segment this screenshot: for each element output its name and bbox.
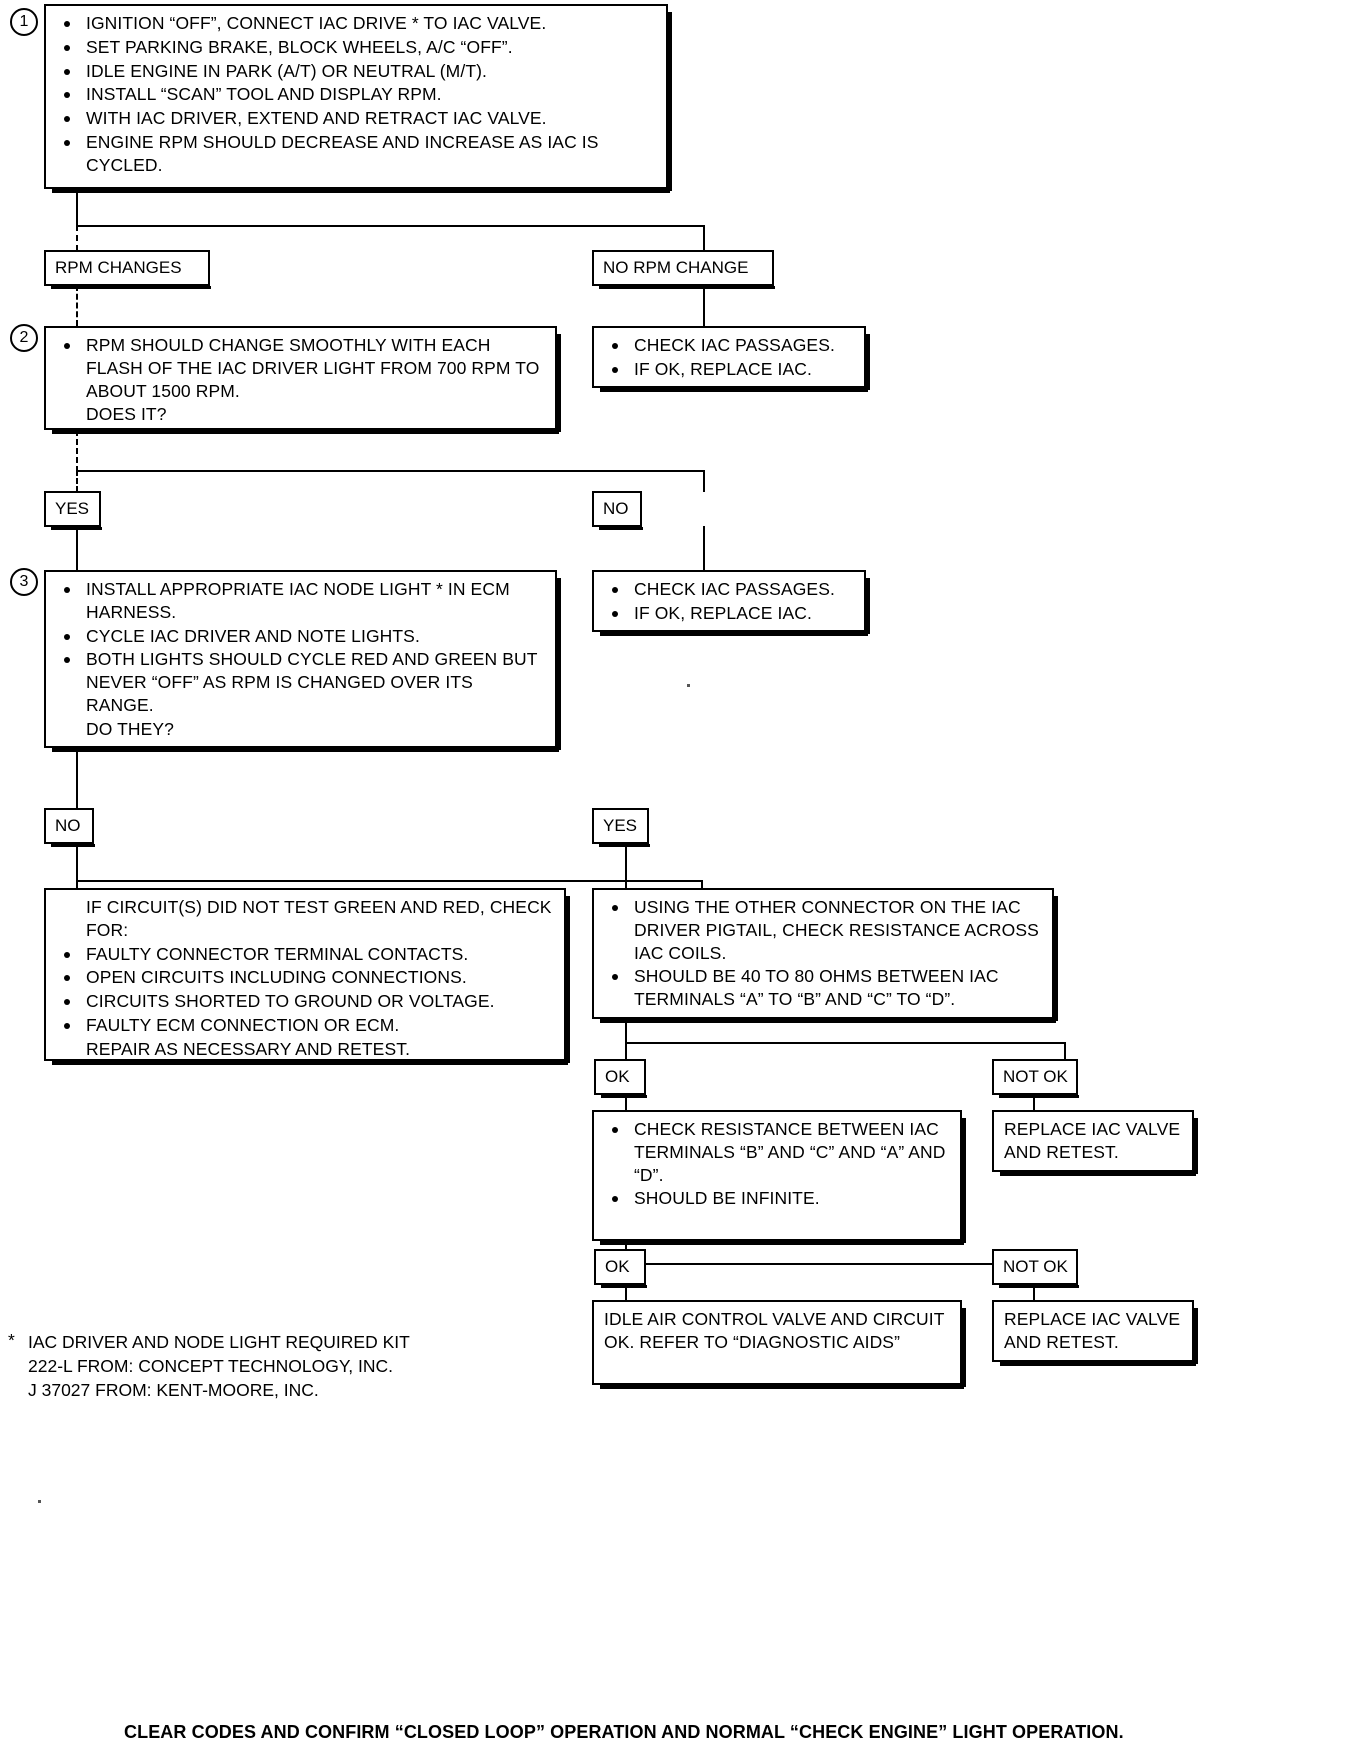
box3-line-1: INSTALL APPROPRIATE IAC NODE LIGHT * IN … [56, 578, 545, 624]
box3-question: DO THEY? [86, 718, 175, 739]
connector-no-step3-down [76, 843, 78, 888]
page-speck [687, 684, 690, 687]
connector-branch2-left-down [76, 470, 78, 492]
final-ok-text: IDLE AIR CONTROL VALVE AND CIRCUIT OK. R… [604, 1309, 945, 1352]
check-iac-1-line-1: CHECK IAC PASSAGES. [604, 334, 854, 357]
step-number-2: 2 [10, 324, 38, 352]
replace-2-text: REPLACE IAC VALVE AND RETEST. [1004, 1309, 1181, 1352]
check-iac-2-line-1: CHECK IAC PASSAGES. [604, 578, 854, 601]
circuits-bullet-2: OPEN CIRCUITS INCLUDING CONNECTIONS. [56, 966, 554, 989]
circuits-bullet-3: CIRCUITS SHORTED TO GROUND OR VOLTAGE. [56, 990, 554, 1013]
box3-line-2: CYCLE IAC DRIVER AND NOTE LIGHTS. [56, 625, 545, 648]
circuits-bullet-1: FAULTY CONNECTOR TERMINAL CONTACTS. [56, 943, 554, 966]
connector-not-ok2-down [1033, 1284, 1035, 1302]
box2-bullet: RPM SHOULD CHANGE SMOOTHLY WITH EACH FLA… [56, 334, 545, 402]
check-iac-2-line-2: IF OK, REPLACE IAC. [604, 602, 854, 625]
box-resistance-check-1: USING THE OTHER CONNECTOR ON THE IAC DRI… [592, 888, 1058, 1023]
connector-ok1-down [625, 1094, 627, 1112]
box1-line-5: WITH IAC DRIVER, EXTEND AND RETRACT IAC … [56, 107, 656, 130]
box1-line-3: IDLE ENGINE IN PARK (A/T) OR NEUTRAL (M/… [56, 60, 656, 83]
label-not-ok-1: NOT OK [992, 1059, 1079, 1098]
box-check-iac-passages-1: CHECK IAC PASSAGES. IF OK, REPLACE IAC. [592, 326, 870, 392]
step-number-1: 1 [10, 8, 38, 36]
box-step-1: IGNITION “OFF”, CONNECT IAC DRIVE * TO I… [44, 4, 672, 193]
footnote-marker: * [8, 1330, 15, 1350]
step-number-3: 3 [10, 568, 38, 596]
connector-branch2-right-down [703, 470, 705, 492]
label-no-rpm-change: NO RPM CHANGE [592, 250, 775, 289]
resistance-2-bullet-1: CHECK RESISTANCE BETWEEN IAC TERMINALS “… [604, 1118, 950, 1186]
connector-not-ok1-down [1033, 1094, 1035, 1112]
circuits-header: IF CIRCUIT(S) DID NOT TEST GREEN AND RED… [86, 897, 552, 940]
box1-line-6: ENGINE RPM SHOULD DECREASE AND INCREASE … [56, 131, 656, 177]
label-no-step3: NO [44, 808, 95, 847]
box1-line-4: INSTALL “SCAN” TOOL AND DISPLAY RPM. [56, 83, 656, 106]
label-yes-step3: YES [592, 808, 650, 847]
connector-branch1-right-down [703, 225, 705, 251]
box-step-2: RPM SHOULD CHANGE SMOOTHLY WITH EACH FLA… [44, 326, 561, 434]
connector-yes-step3-down [625, 843, 627, 888]
connector-branch1-horizontal [76, 225, 705, 227]
resistance-1-bullet-2: SHOULD BE 40 TO 80 OHMS BETWEEN IAC TERM… [604, 965, 1042, 1011]
connector-box1-down [76, 189, 78, 227]
replace-1-text: REPLACE IAC VALVE AND RETEST. [1004, 1119, 1181, 1162]
resistance-2-bullet-2: SHOULD BE INFINITE. [604, 1187, 950, 1210]
connector-branch5-horizontal [625, 1263, 1066, 1265]
box3-line-3: BOTH LIGHTS SHOULD CYCLE RED AND GREEN B… [56, 648, 545, 716]
check-iac-1-line-2: IF OK, REPLACE IAC. [604, 358, 854, 381]
box-check-iac-passages-2: CHECK IAC PASSAGES. IF OK, REPLACE IAC. [592, 570, 870, 636]
footnote-text: IAC DRIVER AND NODE LIGHT REQUIRED KIT 2… [28, 1332, 410, 1401]
connector-yes-step2-down [76, 526, 78, 571]
label-not-ok-2: NOT OK [992, 1249, 1079, 1288]
box-step-3: INSTALL APPROPRIATE IAC NODE LIGHT * IN … [44, 570, 561, 752]
box1-line-2: SET PARKING BRAKE, BLOCK WHEELS, A/C “OF… [56, 36, 656, 59]
box1-line-1: IGNITION “OFF”, CONNECT IAC DRIVE * TO I… [56, 12, 656, 35]
box-circuit-checks: IF CIRCUIT(S) DID NOT TEST GREEN AND RED… [44, 888, 570, 1065]
resistance-1-bullet-1: USING THE OTHER CONNECTOR ON THE IAC DRI… [604, 896, 1042, 964]
connector-no-rpm-change-down [703, 285, 705, 326]
connector-resistance1-down [625, 1019, 627, 1044]
circuits-footer: REPAIR AS NECESSARY AND RETEST. [86, 1038, 411, 1059]
connector-box2-down [76, 430, 78, 472]
label-ok-1: OK [594, 1059, 647, 1098]
label-ok-2: OK [594, 1249, 647, 1288]
box-replace-iac-2: REPLACE IAC VALVE AND RETEST. [992, 1300, 1198, 1366]
connector-rpm-changes-down [76, 285, 78, 326]
connector-no-step2-down [703, 526, 705, 571]
connector-branch4-right-down [1064, 1042, 1066, 1060]
bottom-caption: CLEAR CODES AND CONFIRM “CLOSED LOOP” OP… [124, 1722, 1124, 1742]
circuits-bullet-4: FAULTY ECM CONNECTION OR ECM. [56, 1014, 554, 1037]
connector-ok2-down [625, 1284, 627, 1302]
box-resistance-check-2: CHECK RESISTANCE BETWEEN IAC TERMINALS “… [592, 1110, 966, 1245]
box-final-ok: IDLE AIR CONTROL VALVE AND CIRCUIT OK. R… [592, 1300, 966, 1389]
box2-question: DOES IT? [86, 404, 167, 425]
label-yes-step2: YES [44, 491, 102, 530]
box-replace-iac-1: REPLACE IAC VALVE AND RETEST. [992, 1110, 1198, 1176]
connector-branch1-left-down [76, 225, 78, 251]
connector-branch3-horizontal [76, 880, 703, 882]
label-rpm-changes: RPM CHANGES [44, 250, 211, 289]
connector-branch2-horizontal [76, 470, 705, 472]
page-speck-lower [38, 1500, 41, 1503]
connector-branch4-horizontal [625, 1042, 1066, 1044]
connector-branch4-left-down [625, 1042, 627, 1060]
label-no-step2: NO [592, 491, 643, 530]
